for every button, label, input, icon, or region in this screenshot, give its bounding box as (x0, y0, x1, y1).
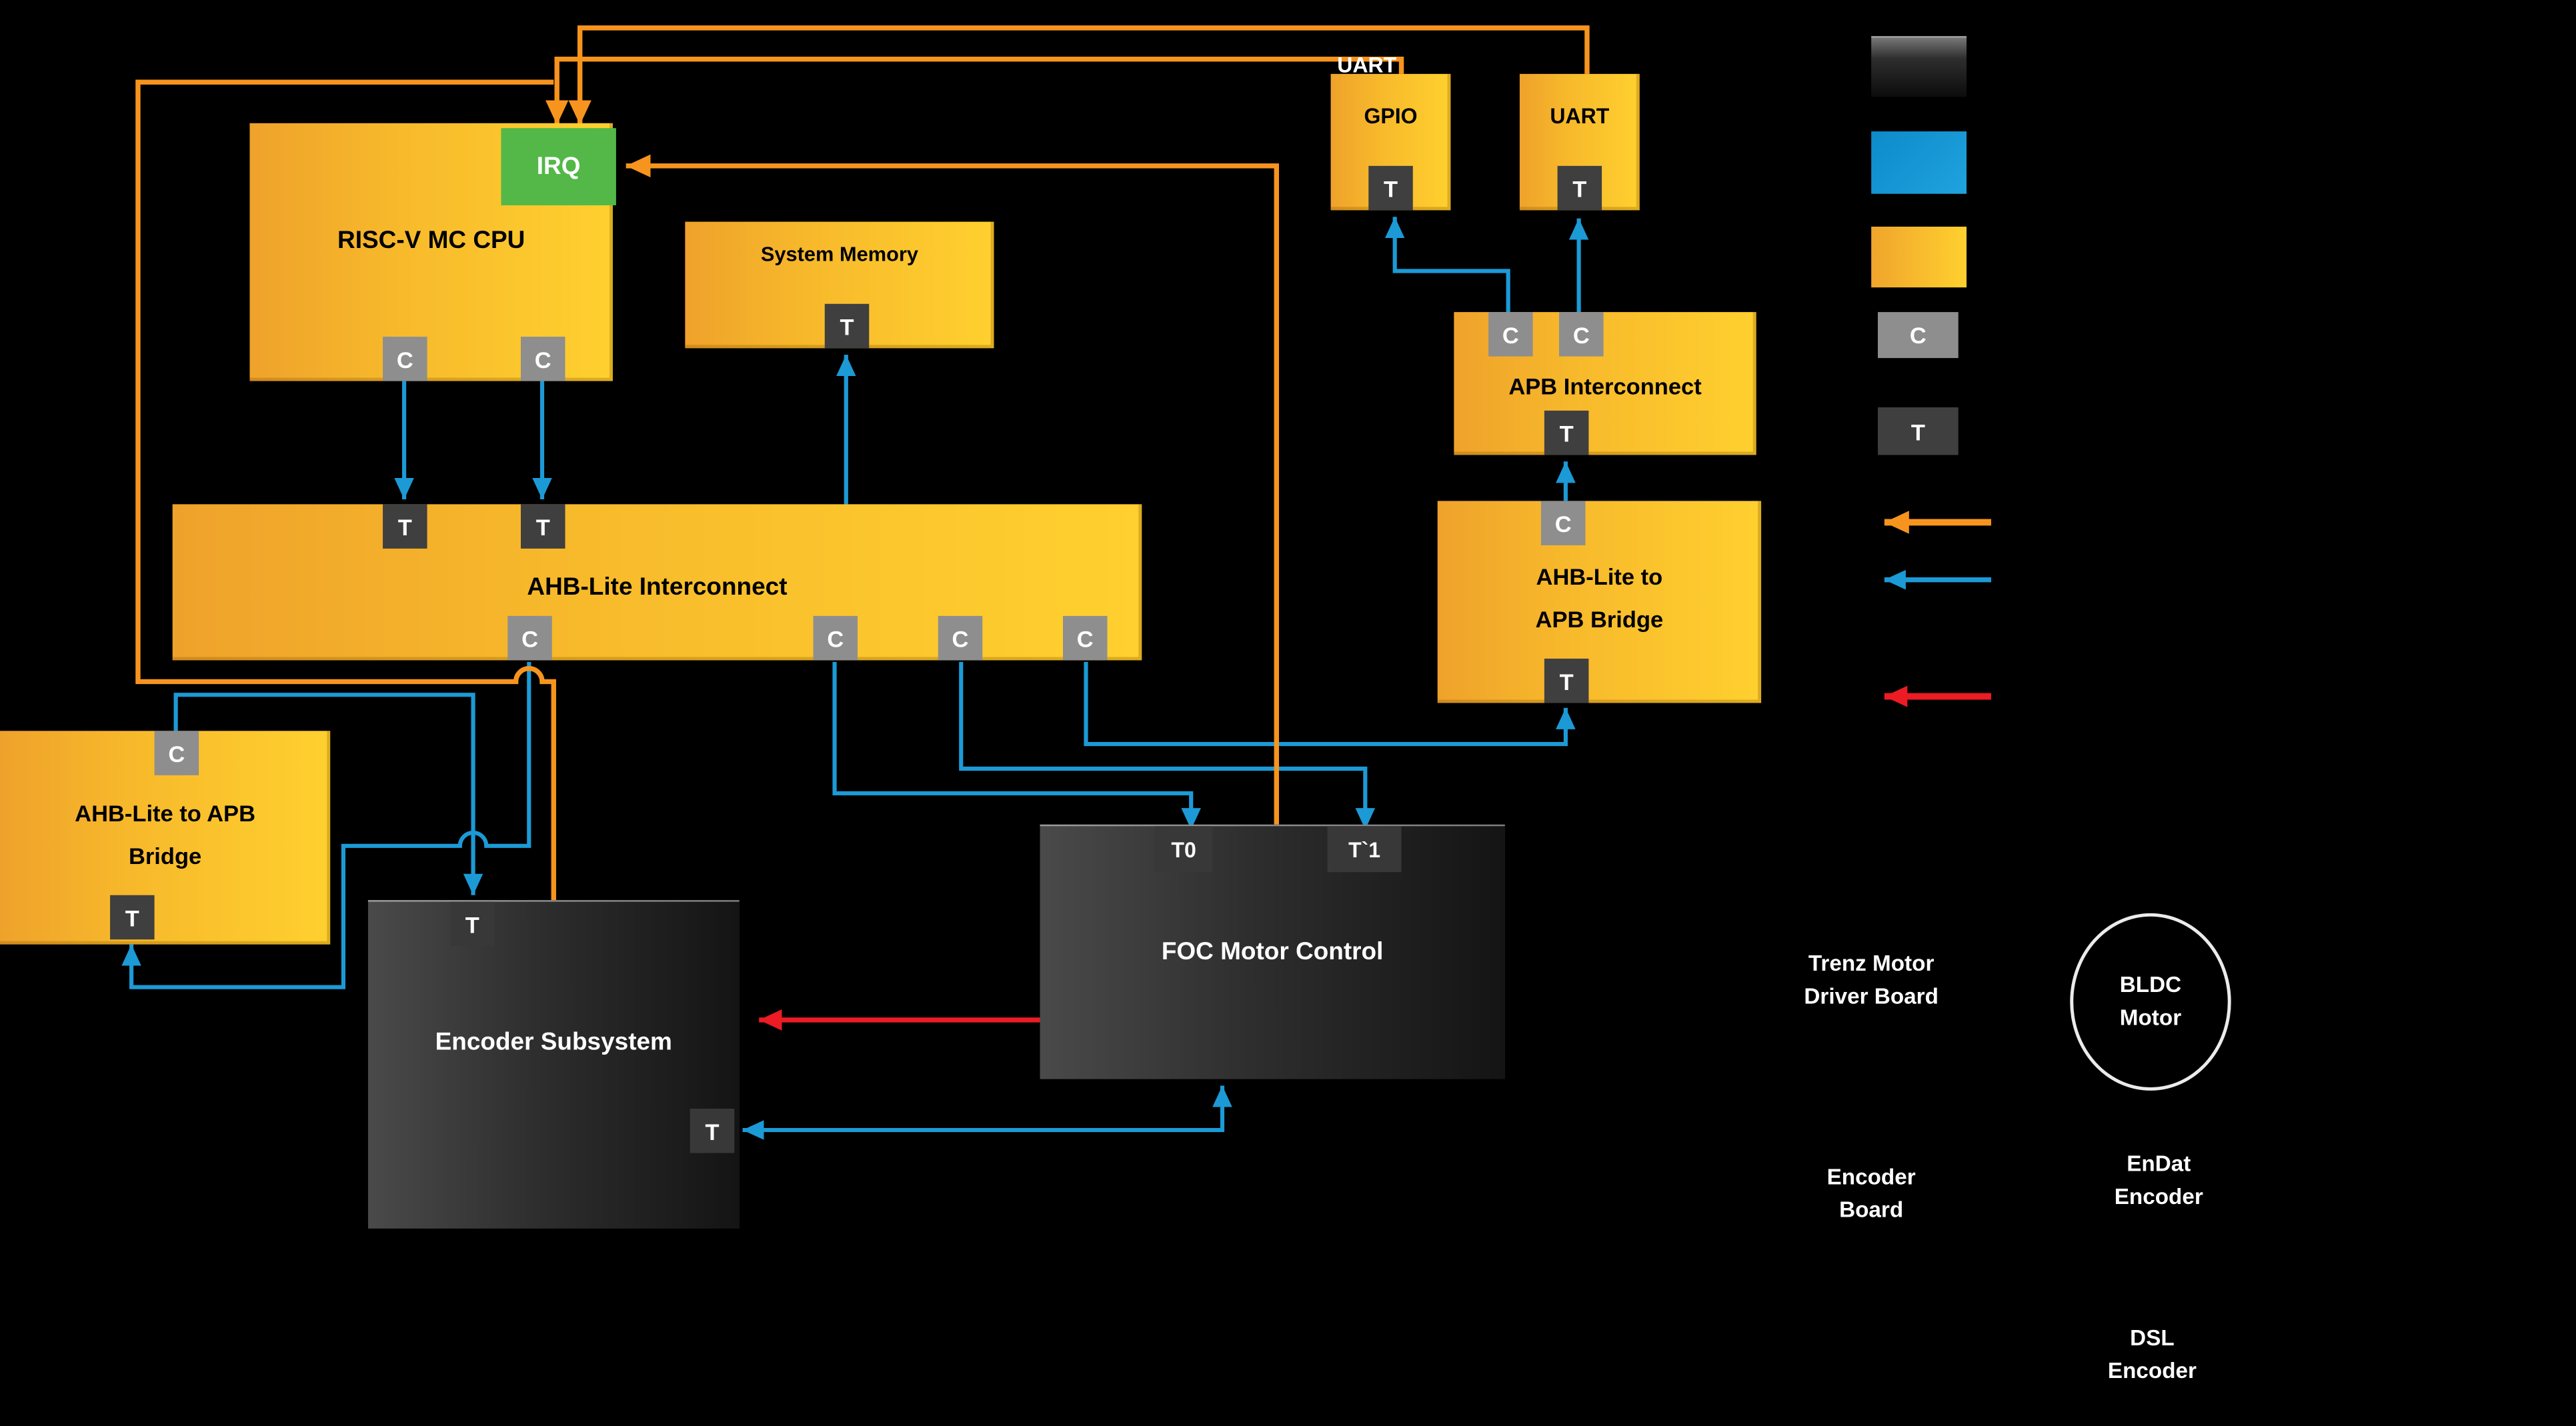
edge-gpio-irq (545, 56, 1404, 125)
controller-port: C (383, 337, 427, 381)
block-ahb-apb-bridge-left: C AHB-Lite to APB Bridge T (0, 731, 331, 945)
block-label-line1: AHB-Lite to (1536, 563, 1663, 590)
target-port: T (1557, 165, 1602, 211)
bldc-motor-label: BLDC Motor (2120, 969, 2181, 1035)
edge-apbic-c1-to-gpio-t (1384, 217, 1510, 313)
controller-port: C (1488, 312, 1533, 357)
block-label: FOC Motor Control (1161, 937, 1384, 966)
controller-port: C (154, 731, 199, 775)
legend-target-badge: T (1878, 407, 1959, 455)
block-label-line2: APB Bridge (1535, 606, 1664, 633)
target-port: T (690, 1108, 735, 1153)
encoder-board-label: Encoder Board (1748, 1161, 1995, 1227)
target-port: T (110, 895, 155, 940)
target-port-t0: T0 (1154, 826, 1213, 873)
controller-port: C (520, 337, 565, 381)
endat-line2: Encoder (2114, 1184, 2203, 1209)
controller-port: C (1559, 312, 1604, 357)
bldc-line1: BLDC (2119, 972, 2182, 997)
legend-dark-block-swatch (1871, 36, 1967, 97)
block-apb-interconnect: C C APB Interconnect T (1454, 312, 1756, 455)
controller-port: C (938, 615, 983, 661)
block-gpio: GPIO T (1330, 73, 1451, 211)
block-label: APB Interconnect (1508, 373, 1702, 399)
target-port: T (383, 504, 427, 549)
controller-port: C (507, 615, 552, 661)
encoder-board-line1: Encoder (1826, 1164, 1916, 1189)
edge-foc-encoder-feedback (742, 1085, 1232, 1140)
irq-port: IRQ (501, 128, 616, 205)
legend-blue-swatch (1871, 131, 1967, 194)
block-label: GPIO (1364, 103, 1418, 129)
controller-port: C (1063, 615, 1108, 661)
target-port-t1: T`1 (1327, 826, 1402, 873)
block-ahb-apb-bridge-right: C AHB-Lite to APB Bridge T (1437, 501, 1762, 703)
trenz-line2: Driver Board (1804, 983, 1939, 1009)
block-label: AHB-Lite Interconnect (527, 573, 788, 601)
bldc-motor-circle: BLDC Motor (2070, 913, 2231, 1091)
block-label-line1: AHB-Lite to APB (75, 799, 255, 827)
target-port: T (1544, 410, 1589, 455)
endat-encoder-label: EnDat Encoder (2044, 1148, 2274, 1214)
trenz-line1: Trenz Motor (1808, 951, 1935, 976)
controller-port: C (813, 615, 858, 661)
block-ahb-interconnect: T T AHB-Lite Interconnect C C C C (172, 504, 1142, 661)
edge-ahb-c2-to-foc-t0 (832, 661, 1201, 830)
block-label: System Memory (760, 243, 919, 267)
trenz-board-label: Trenz Motor Driver Board (1748, 948, 1995, 1014)
target-port: T (520, 504, 565, 549)
target-port: T (824, 303, 870, 349)
block-encoder-subsystem: T Encoder Subsystem T (367, 900, 740, 1229)
controller-port: C (1540, 501, 1586, 545)
target-port: T (450, 901, 495, 947)
legend-yellow-swatch (1871, 226, 1967, 288)
dsl-line2: Encoder (2107, 1358, 2197, 1383)
legend-controller-badge: C (1878, 312, 1959, 359)
dsl-encoder-label: DSL Encoder (2037, 1322, 2267, 1388)
encoder-board-line2: Board (1839, 1197, 1904, 1222)
target-port: T (1544, 658, 1589, 703)
block-uart: UART T (1519, 73, 1640, 211)
block-label: RISC-V MC CPU (337, 226, 525, 255)
endat-line1: EnDat (2127, 1151, 2191, 1177)
block-label-line2: Bridge (128, 842, 202, 869)
block-label: UART (1550, 103, 1610, 129)
dsl-line1: DSL (2130, 1325, 2175, 1351)
bldc-line2: Motor (2119, 1005, 2182, 1030)
block-label: Encoder Subsystem (435, 1028, 672, 1057)
target-port: T (1368, 165, 1413, 211)
block-riscv-cpu: IRQ RISC-V MC CPU C C (249, 123, 616, 381)
block-system-memory: System Memory T (685, 221, 994, 349)
block-foc-motor-control: T0 T`1 FOC Motor Control (1040, 824, 1505, 1079)
uart-bus-label: UART (1337, 52, 1397, 77)
edge-ahb-c3-to-foc-t1 (959, 661, 1376, 830)
